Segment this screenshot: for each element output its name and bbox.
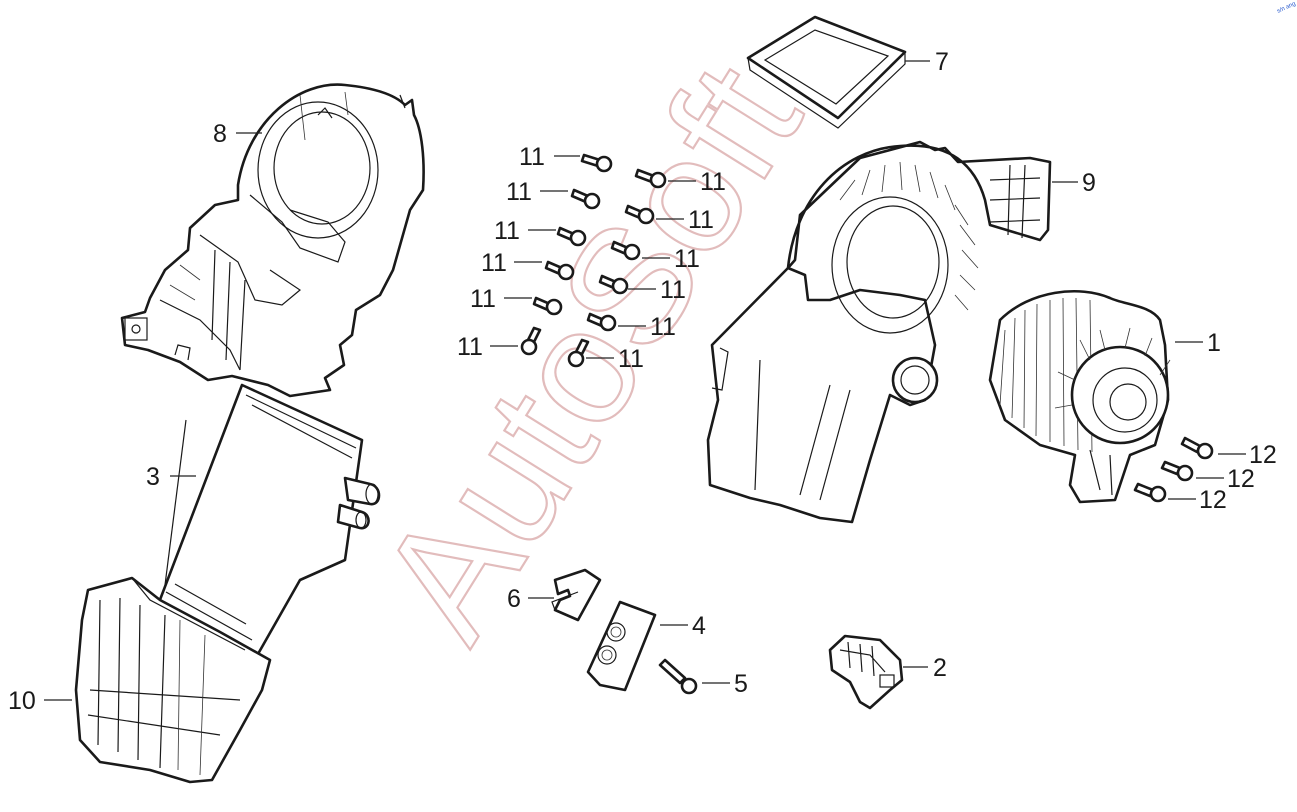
screw-11 bbox=[556, 226, 587, 247]
callout-2: 2 bbox=[933, 654, 947, 682]
callout-11: 11 bbox=[470, 285, 496, 313]
screw-12 bbox=[1180, 436, 1214, 460]
callout-11: 11 bbox=[618, 345, 644, 373]
screw-11 bbox=[586, 312, 617, 332]
screw-11 bbox=[634, 168, 667, 189]
screw-11 bbox=[624, 204, 655, 225]
callout-11: 11 bbox=[660, 276, 686, 304]
callout-7: 7 bbox=[935, 48, 949, 76]
callout-12: 12 bbox=[1249, 441, 1277, 469]
screw-11 bbox=[610, 240, 641, 261]
screw-12 bbox=[1160, 460, 1194, 482]
part-5-bolt bbox=[658, 658, 698, 695]
callout-11: 11 bbox=[494, 217, 520, 245]
callout-3: 3 bbox=[146, 463, 160, 491]
callout-11: 11 bbox=[650, 313, 676, 341]
part-2-resistor bbox=[828, 634, 904, 710]
screw-11 bbox=[532, 296, 563, 316]
callout-11: 11 bbox=[700, 168, 726, 196]
screw-11 bbox=[544, 260, 575, 281]
callout-12: 12 bbox=[1199, 486, 1227, 514]
screw-11 bbox=[580, 153, 613, 173]
callout-11: 11 bbox=[481, 249, 507, 277]
part-3-heater-core bbox=[156, 383, 381, 656]
callout-4: 4 bbox=[692, 612, 706, 640]
screw-11 bbox=[598, 274, 629, 295]
screw-11 bbox=[570, 188, 601, 210]
part-8-upper-duct-housing bbox=[120, 83, 425, 398]
screw-12 bbox=[1133, 482, 1167, 503]
callout-11: 11 bbox=[506, 178, 532, 206]
part-9-blower-housing bbox=[706, 140, 1052, 524]
part-7-gasket bbox=[746, 15, 907, 129]
screws-11 bbox=[520, 153, 667, 368]
callout-11: 11 bbox=[688, 206, 714, 234]
part-4-valve-block bbox=[586, 600, 657, 692]
callout-9: 9 bbox=[1082, 169, 1096, 197]
part-10-lower-duct bbox=[74, 576, 272, 784]
callout-11: 11 bbox=[674, 245, 700, 273]
screw-11 bbox=[520, 326, 542, 356]
callout-labels: 8 7 9 1 3 10 6 4 5 2 12 12 12 11 11 11 1… bbox=[8, 48, 1277, 715]
corner-mark: s/n ang bbox=[1276, 1, 1296, 15]
callout-5: 5 bbox=[734, 670, 748, 698]
leader-lines bbox=[44, 60, 1246, 701]
screws-12 bbox=[1133, 436, 1214, 503]
part-6-clip bbox=[551, 568, 602, 622]
callout-6: 6 bbox=[507, 585, 521, 613]
callout-10: 10 bbox=[8, 687, 36, 715]
callout-1: 1 bbox=[1207, 329, 1221, 357]
screw-11 bbox=[567, 338, 590, 368]
callout-8: 8 bbox=[213, 120, 227, 148]
part-1-blower-motor bbox=[988, 289, 1171, 504]
callout-11: 11 bbox=[457, 333, 483, 361]
callout-12: 12 bbox=[1227, 465, 1255, 493]
callout-11: 11 bbox=[519, 143, 545, 171]
